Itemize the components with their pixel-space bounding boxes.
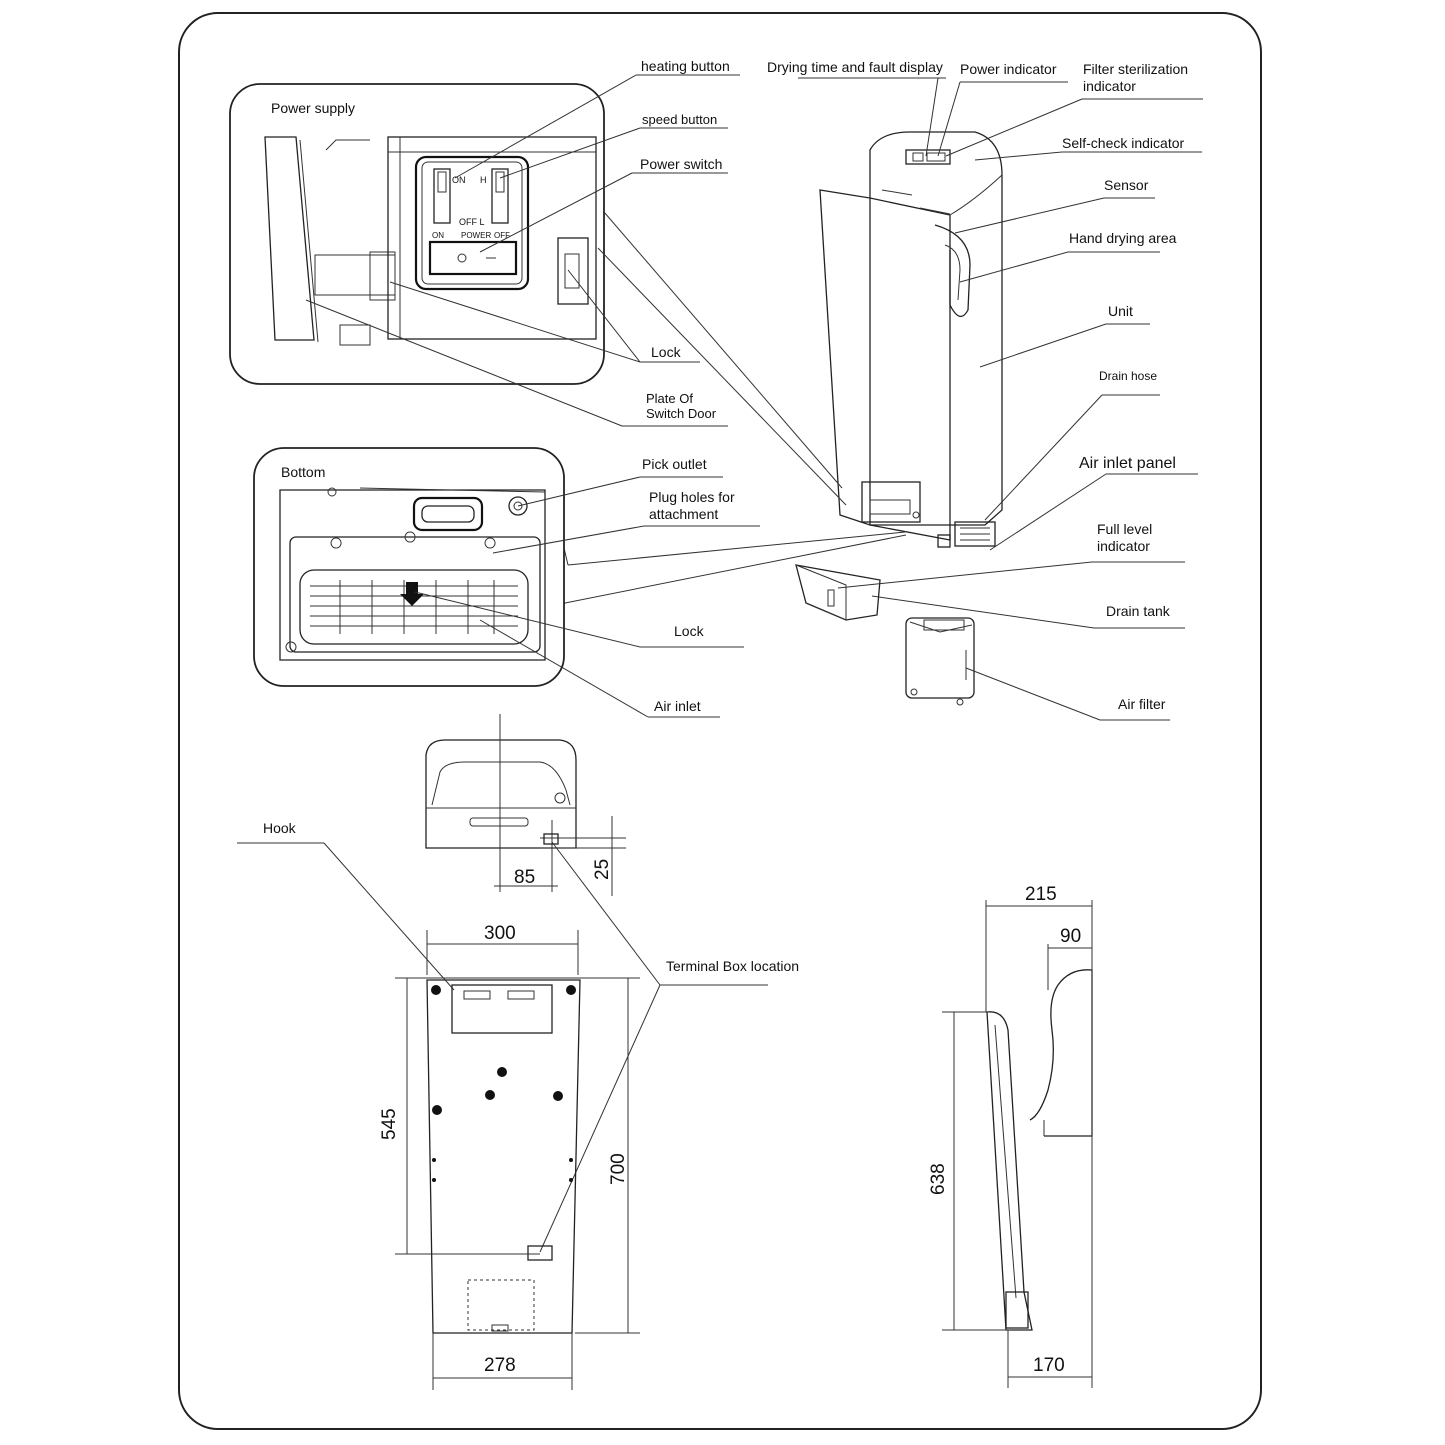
dim-25: 25 — [592, 859, 613, 880]
dim-85: 85 — [514, 867, 535, 888]
air-inlet-label: Air inlet — [654, 698, 701, 714]
air-filter-label: Air filter — [1118, 696, 1166, 712]
dim-545: 545 — [379, 1108, 400, 1140]
dim-170: 170 — [1033, 1355, 1065, 1376]
lock-bottom-label: Lock — [674, 623, 705, 639]
lock-top-label: Lock — [651, 344, 682, 360]
drying-display-label: Drying time and fault display — [767, 59, 943, 75]
plate-label-2: Switch Door — [646, 406, 717, 421]
switch-off-l: OFF L — [459, 217, 485, 227]
side-view: 215 90 638 170 — [928, 884, 1093, 1388]
heating-button-label: heating button — [641, 58, 730, 74]
air-inlet-panel-label: Air inlet panel — [1079, 455, 1176, 472]
unit-label: Unit — [1108, 303, 1133, 319]
dim-90: 90 — [1060, 926, 1081, 947]
plug-holes-label-1: Plug holes for — [649, 489, 735, 505]
full-level-label-2: indicator — [1097, 538, 1150, 554]
dim-278: 278 — [484, 1355, 516, 1376]
dim-700: 700 — [608, 1153, 629, 1185]
bottom-label: Bottom — [281, 464, 325, 480]
power-supply-inset: Power supply ON H OFF L ON POWER OFF — [229, 58, 740, 427]
sensor-label: Sensor — [1104, 177, 1149, 193]
hook-label: Hook — [263, 820, 297, 836]
terminal-box-label: Terminal Box location — [666, 958, 799, 974]
dim-300: 300 — [484, 923, 516, 944]
switch-power: POWER — [461, 231, 491, 240]
full-level-label-1: Full level — [1097, 521, 1152, 537]
drain-tank-label: Drain tank — [1106, 603, 1171, 619]
drain-hose-label: Drain hose — [1099, 369, 1157, 383]
plug-holes-label-2: attachment — [649, 506, 718, 522]
switch-h: H — [480, 175, 487, 185]
power-switch-label: Power switch — [640, 156, 722, 172]
power-indicator-label: Power indicator — [960, 61, 1057, 77]
main-unit-view: Drying time and fault display Power indi… — [539, 59, 1203, 721]
switch-on-a: ON — [452, 175, 466, 185]
dim-215: 215 — [1025, 884, 1057, 905]
speed-button-label: speed button — [642, 112, 717, 127]
self-check-label: Self-check indicator — [1062, 135, 1185, 151]
pick-outlet-label: Pick outlet — [642, 456, 707, 472]
filter-label-1: Filter sterilization — [1083, 61, 1188, 77]
filter-label-2: indicator — [1083, 78, 1136, 94]
back-view: Hook Terminal Box location 300 545 — [237, 820, 799, 1390]
top-view: 85 25 — [425, 714, 626, 896]
switch-off: OFF — [494, 231, 510, 240]
plate-label-1: Plate Of — [646, 391, 693, 406]
power-supply-label: Power supply — [271, 100, 355, 116]
hand-drying-label: Hand drying area — [1069, 230, 1177, 246]
bottom-inset: Bottom — [253, 447, 760, 718]
lock-arrow-icon — [400, 582, 424, 606]
dim-638: 638 — [928, 1163, 949, 1195]
switch-on-b: ON — [432, 231, 444, 240]
